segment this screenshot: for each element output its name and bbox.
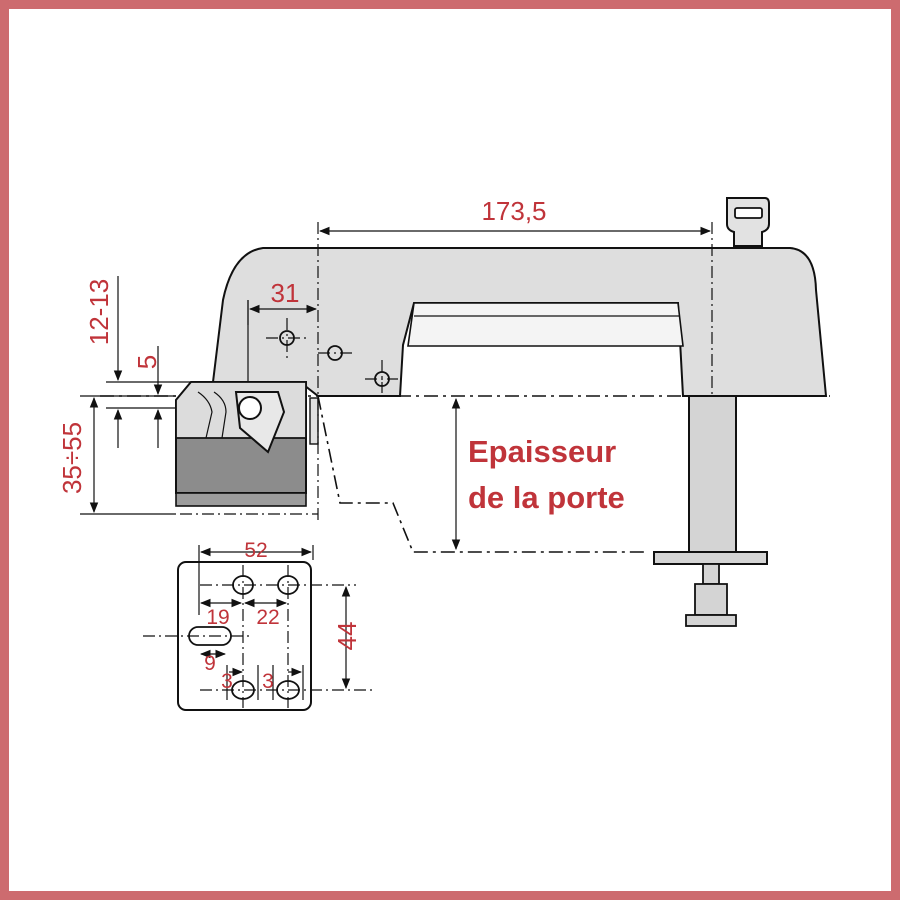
dim-plate-width: 52: [244, 539, 267, 562]
dim-top-range: 12-13: [84, 279, 114, 346]
pivot-holes: [266, 318, 398, 393]
dim-slot-offset: 9: [204, 652, 216, 675]
dim-lower-hole-left: 3: [221, 670, 233, 693]
striker-block: [175, 381, 319, 507]
dim-handle-length: 173,5: [481, 196, 546, 226]
dim-plate-height: 44: [332, 622, 362, 651]
dim-hole-spacing-right: 22: [256, 606, 279, 629]
callout-line-2: de la porte: [468, 480, 625, 515]
door-thickness-callout: Epaisseur de la porte: [468, 434, 625, 515]
dim-height-range: 35÷55: [57, 422, 87, 494]
dimension-lines: [80, 222, 713, 690]
dim-lower-hole-right: 3: [262, 670, 274, 693]
handle-body: [211, 247, 828, 397]
lock-key-icon: [726, 197, 770, 247]
dim-pivot-offset: 31: [271, 278, 300, 308]
dimension-labels: 173,5 31 12-13 5 35÷55 52 19 22 44 9 3 3: [57, 196, 547, 693]
dim-hole-spacing-left: 19: [206, 606, 229, 629]
pull-rod: [653, 395, 768, 627]
callout-line-1: Epaisseur: [468, 434, 616, 469]
dim-small-offset: 5: [132, 355, 162, 369]
